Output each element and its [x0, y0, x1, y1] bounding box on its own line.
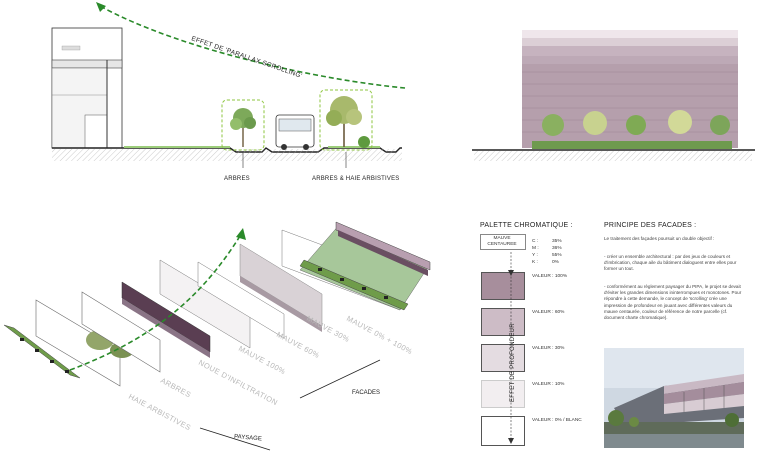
depth-label: EFFET DE PROFONDEUR [510, 323, 516, 402]
swatch-0 [481, 416, 525, 446]
palette-title: PALETTE CHROMATIQUE : [480, 222, 573, 229]
label-trees-hedges: ARBRES & HAIE ARBISTIVES [312, 176, 400, 182]
axonometric-layers-diagram: HAIE ARBISTIVES ARBRES NOUE D'INFILTRATI… [3, 221, 431, 451]
swatch-30 [481, 344, 525, 372]
layer-hedge [3, 324, 81, 379]
swatch-label-0: VALEUR : 0% / BLANC [532, 418, 582, 423]
bracket-facades [299, 359, 381, 399]
cmyk-c-key: C : [532, 239, 539, 244]
parallax-arrow-head [96, 2, 106, 12]
principle-p2: - créer un ensemble architectural : par … [604, 254, 737, 272]
label-mauve-30: MAUVE 30% [305, 314, 351, 344]
label-paysage: PAYSAGE [234, 434, 262, 442]
cmyk-m-value: 36% [552, 246, 562, 251]
cmyk-k-value: 0% [552, 260, 559, 265]
label-arbres: ARBRES [159, 376, 193, 400]
depth-axis: EFFET DE PROFONDEUR [508, 252, 516, 444]
swatch-60 [481, 308, 525, 336]
label-facades: FACADES [352, 390, 380, 396]
depth-arrow-head [236, 228, 246, 240]
swatch-label-30: VALEUR : 30% [532, 346, 565, 351]
swatch-label-60: VALEUR : 60% [532, 310, 565, 315]
principle-p1: Le traitement des façades poursuit un do… [604, 236, 715, 241]
swatch-label-10: VALEUR : 10% [532, 382, 565, 387]
cmyk-m-key: M : [532, 246, 539, 251]
layer-mauve-30 [197, 261, 285, 339]
color-name: MAUVE CENTAUREE [482, 236, 522, 248]
depth-arrow [69, 235, 241, 371]
swatch-100 [481, 272, 525, 300]
ground-line [52, 146, 402, 161]
principle-p3: - conformément au règlement paysager du … [604, 284, 742, 321]
swatch-label-100: VALEUR : 100% [532, 274, 568, 279]
bracket-paysage [199, 427, 271, 451]
color-name-line2: CENTAUREE [487, 242, 517, 247]
color-name-line1: MAUVE [493, 236, 511, 241]
cmyk-y-value: 55% [552, 253, 562, 258]
cmyk-k-key: K : [532, 260, 538, 265]
label-haie: HAIE ARBISTIVES [127, 392, 192, 433]
label-mauve-0-100: MAUVE 0% + 100% [345, 314, 414, 356]
section-elevation-diagram: ARBRES ARBRES & HAIE ARBISTIVES EFFET DE… [51, 2, 406, 182]
facade-elevation [472, 30, 755, 161]
building-render-image [604, 348, 744, 448]
parallax-arrow [99, 5, 406, 89]
label-trees: ARBRES [224, 176, 250, 182]
parallax-label: EFFET DE 'PARALLAX SCROLLING' [190, 35, 303, 80]
facade-trees [532, 110, 732, 149]
label-mauve-100: MAUVE 100% [237, 344, 287, 376]
cmyk-y-key: Y : [532, 253, 538, 258]
swatch-10 [481, 380, 525, 408]
label-mauve-60: MAUVE 60% [275, 330, 321, 360]
cmyk-c-value: 35% [552, 239, 562, 244]
tree-hedge-icon [319, 89, 373, 168]
color-name-box [480, 234, 526, 250]
building-section [51, 27, 123, 149]
layer-back-facade [281, 221, 431, 311]
layer-noue [81, 291, 161, 373]
bus-icon [275, 114, 315, 150]
tree-icon [221, 99, 265, 168]
principle-title: PRINCIPE DES FACADES : [604, 222, 697, 229]
